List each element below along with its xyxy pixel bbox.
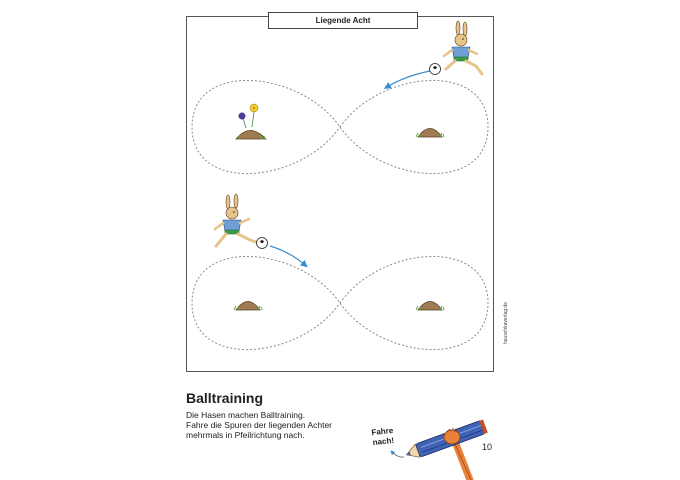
direction-arrow-top [383, 70, 431, 89]
instruction-line: Die Hasen machen Balltraining. [186, 410, 306, 420]
page-number: 10 [482, 442, 493, 452]
figure-eight-track-bottom [191, 256, 489, 350]
hand-with-pencil-icon [405, 419, 488, 480]
rabbit-with-ball-bottom-icon [213, 193, 268, 249]
instruction-line: mehrmals in Pfeilrichtung nach. [186, 430, 305, 440]
molehill-icon [415, 128, 445, 138]
exercise-heading: Balltraining [186, 390, 264, 406]
hint-pointer-arrow [390, 450, 405, 458]
molehill-with-flowers-icon [235, 103, 267, 140]
worksheet-title: Liegende Acht [268, 12, 418, 29]
figure-eight-track-top [191, 80, 489, 174]
exercise-instructions: Die Hasen machen Balltraining. Fahre die… [186, 410, 332, 440]
molehill-icon [415, 301, 445, 311]
rabbit-with-ball-top-icon [429, 20, 484, 76]
instruction-line: Fahre die Spuren der liegenden Achter [186, 420, 333, 430]
direction-arrow-bottom [269, 245, 308, 268]
hint-bubble: Fahre nach! [371, 426, 395, 448]
molehill-icon [233, 301, 263, 311]
